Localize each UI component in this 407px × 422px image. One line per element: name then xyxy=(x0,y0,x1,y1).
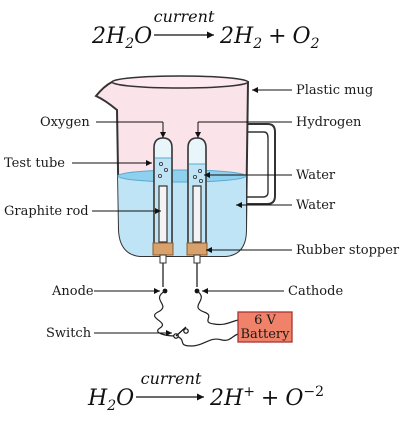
mug-water xyxy=(118,172,246,256)
rubber-stopper-right xyxy=(186,242,208,256)
label-graphite-rod: Graphite rod xyxy=(4,204,89,219)
label-rubber-stopper: Rubber stopper xyxy=(296,243,400,258)
graphite-rod-right xyxy=(192,185,202,243)
wire-cathode-to-battery xyxy=(196,290,239,326)
mug-handle xyxy=(247,123,276,205)
rubber-stopper-left xyxy=(152,242,174,256)
label-hydrogen: Hydrogen xyxy=(296,115,362,130)
equation-bottom: H2O current 2H++O−2 xyxy=(87,369,324,414)
label-test-tube: Test tube xyxy=(4,156,65,171)
wire-anode-to-switch xyxy=(154,290,177,337)
label-water-tube: Water xyxy=(296,168,336,183)
label-oxygen: Oxygen xyxy=(40,115,90,130)
svg-text:2H2O: 2H2O xyxy=(91,24,152,52)
wire-switch-to-battery xyxy=(175,333,239,347)
label-anode: Anode xyxy=(51,284,94,299)
label-plastic-mug: Plastic mug xyxy=(296,83,373,98)
equation-top-condition: current xyxy=(154,7,215,26)
svg-text:2H++O−2: 2H++O−2 xyxy=(209,384,324,411)
battery-voltage: 6 V xyxy=(254,313,276,328)
svg-text:H2O: H2O xyxy=(87,386,134,414)
test-tube-left xyxy=(152,137,174,256)
svg-text:2H2+O2: 2H2+O2 xyxy=(219,24,320,52)
battery-name: Battery xyxy=(240,327,290,342)
label-cathode: Cathode xyxy=(288,284,343,299)
label-switch: Switch xyxy=(46,326,92,341)
label-water-mug: Water xyxy=(296,198,336,213)
battery xyxy=(237,311,293,343)
equation-bottom-condition: current xyxy=(141,369,202,388)
equation-top: 2H2O current 2H2+O2 xyxy=(91,7,320,52)
graphite-rod-left xyxy=(158,185,168,243)
test-tube-right xyxy=(186,137,208,256)
